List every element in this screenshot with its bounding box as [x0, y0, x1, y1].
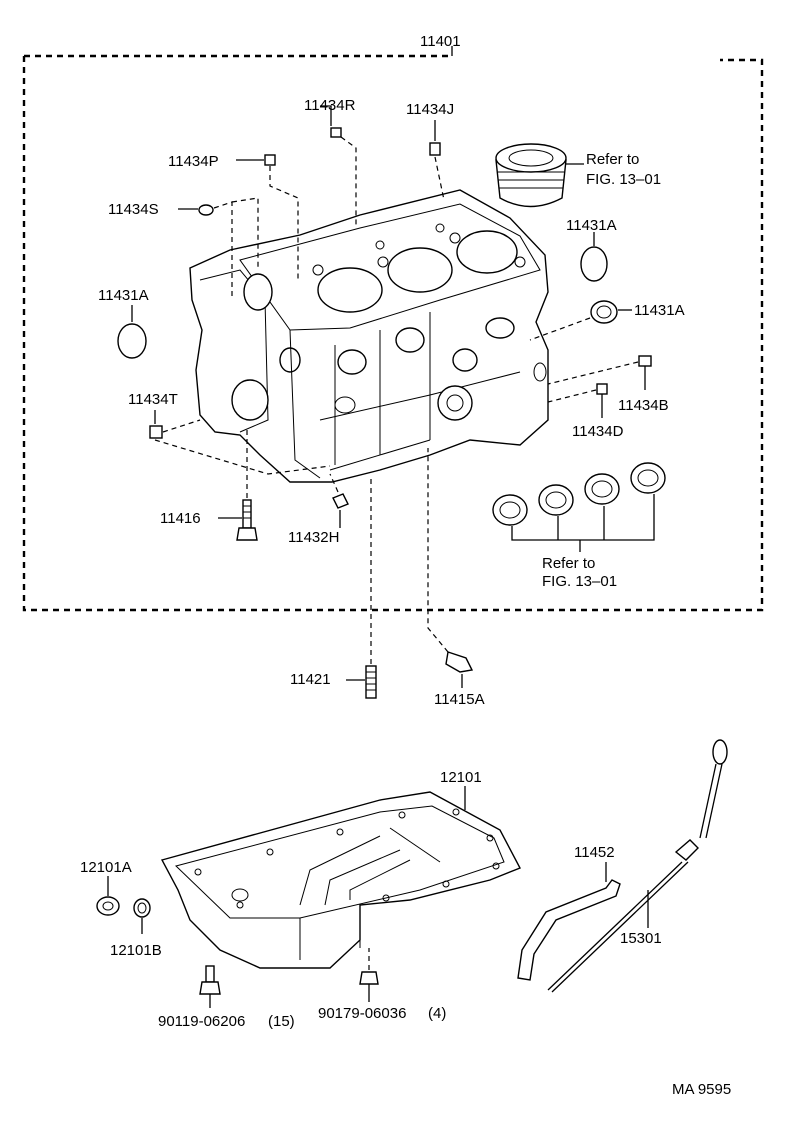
plug-11434r [330, 127, 342, 138]
dipstick [547, 739, 728, 993]
label-11434b: 11434B [618, 397, 669, 414]
refer-piston-line1: Refer to [586, 151, 639, 168]
label-11434d: 11434D [572, 423, 624, 440]
gasket-12101b [133, 898, 151, 918]
label-11416: 11416 [160, 510, 201, 527]
label-15301: 15301 [620, 930, 662, 947]
label-90119-06206: 90119-06206 [158, 1013, 245, 1030]
label-11431a-left: 11431A [98, 287, 149, 304]
bolt-90119 [199, 965, 221, 995]
label-11415a: 11415A [434, 691, 485, 708]
plug-11434p [264, 154, 276, 166]
piston [495, 143, 567, 208]
gasket-12101a [96, 896, 120, 916]
plug-11434d [596, 383, 608, 395]
seal-right [590, 300, 618, 324]
seal-right-top [580, 246, 608, 282]
plug-11434s [198, 204, 214, 216]
nut-90179 [359, 971, 379, 985]
oil-pan [160, 791, 521, 969]
stud-11421 [365, 665, 377, 699]
plug-11432h [332, 493, 349, 509]
bolt-11416 [236, 499, 258, 541]
bearings [492, 462, 666, 526]
label-11434p: 11434P [168, 153, 219, 170]
refer-bearing-line1: Refer to [542, 555, 595, 572]
label-11421: 11421 [290, 671, 331, 688]
label-11434s: 11434S [108, 201, 159, 218]
seal-left [117, 323, 147, 359]
label-11432h: 11432H [288, 529, 339, 546]
label-12101a: 12101A [80, 859, 132, 876]
figure-code: MA 9595 [672, 1081, 731, 1098]
label-12101b: 12101B [110, 942, 162, 959]
plug-11434t [149, 425, 163, 439]
label-11434t: 11434T [128, 391, 178, 408]
label-11431a-right: 11431A [634, 302, 685, 319]
qty-90179-06036: (4) [428, 1005, 446, 1022]
refer-piston-line2: FIG. 13–01 [586, 171, 661, 188]
plug-11434b [638, 355, 652, 367]
label-12101: 12101 [440, 769, 482, 786]
refer-bearing-line2: FIG. 13–01 [542, 573, 617, 590]
qty-90119-06206: (15) [268, 1013, 295, 1030]
label-90179-06036: 90179-06036 [318, 1005, 406, 1022]
plug-11434j [429, 142, 441, 156]
label-11434j: 11434J [406, 101, 454, 118]
cylinder-block [189, 189, 549, 483]
label-11452: 11452 [574, 844, 615, 861]
assembly-frame [22, 46, 764, 612]
dipstick-guide [517, 879, 621, 981]
drain-plug-11415a [445, 651, 474, 673]
label-11434r: 11434R [304, 97, 356, 114]
label-11431a-right-top: 11431A [566, 217, 617, 234]
label-assembly: 11401 [420, 33, 461, 50]
